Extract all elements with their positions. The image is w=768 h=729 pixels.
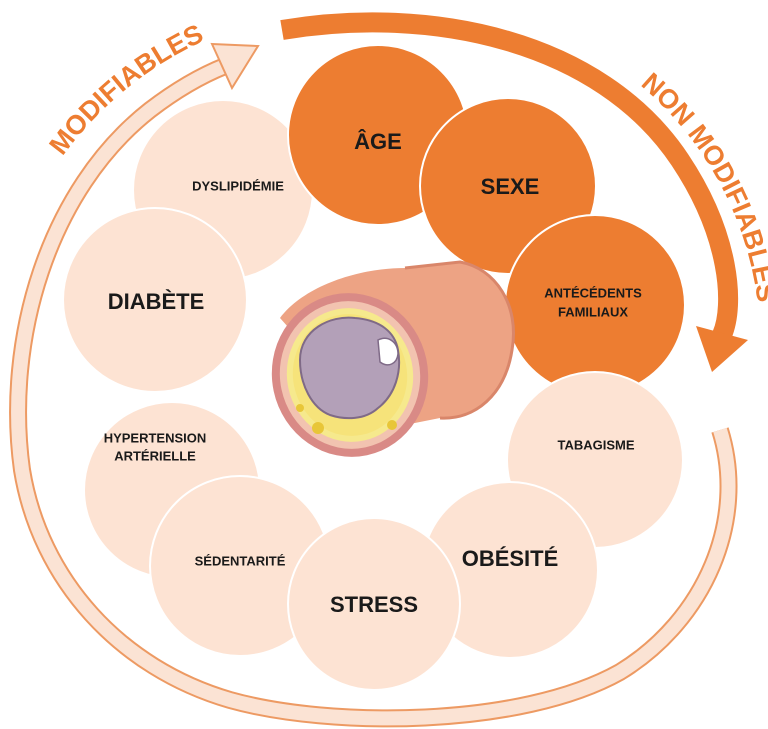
label-tabagisme: TABAGISME — [557, 437, 634, 452]
label-sedentarite: SÉDENTARITÉ — [195, 553, 286, 568]
label-stress: STRESS — [330, 592, 418, 617]
label-antecedents-line1: ANTÉCÉDENTS — [544, 285, 642, 300]
label-hypertension-line2: ARTÉRIELLE — [114, 448, 196, 463]
artery-illustration — [257, 262, 514, 471]
label-diabete: DIABÈTE — [108, 289, 205, 314]
label-dyslipidemie: DYSLIPIDÉMIE — [192, 178, 284, 193]
label-age: ÂGE — [354, 129, 402, 154]
label-obesite: OBÉSITÉ — [462, 546, 559, 571]
label-antecedents-line2: FAMILIAUX — [558, 304, 628, 319]
label-sexe: SEXE — [481, 174, 540, 199]
label-hypertension-line1: HYPERTENSION — [104, 430, 207, 445]
